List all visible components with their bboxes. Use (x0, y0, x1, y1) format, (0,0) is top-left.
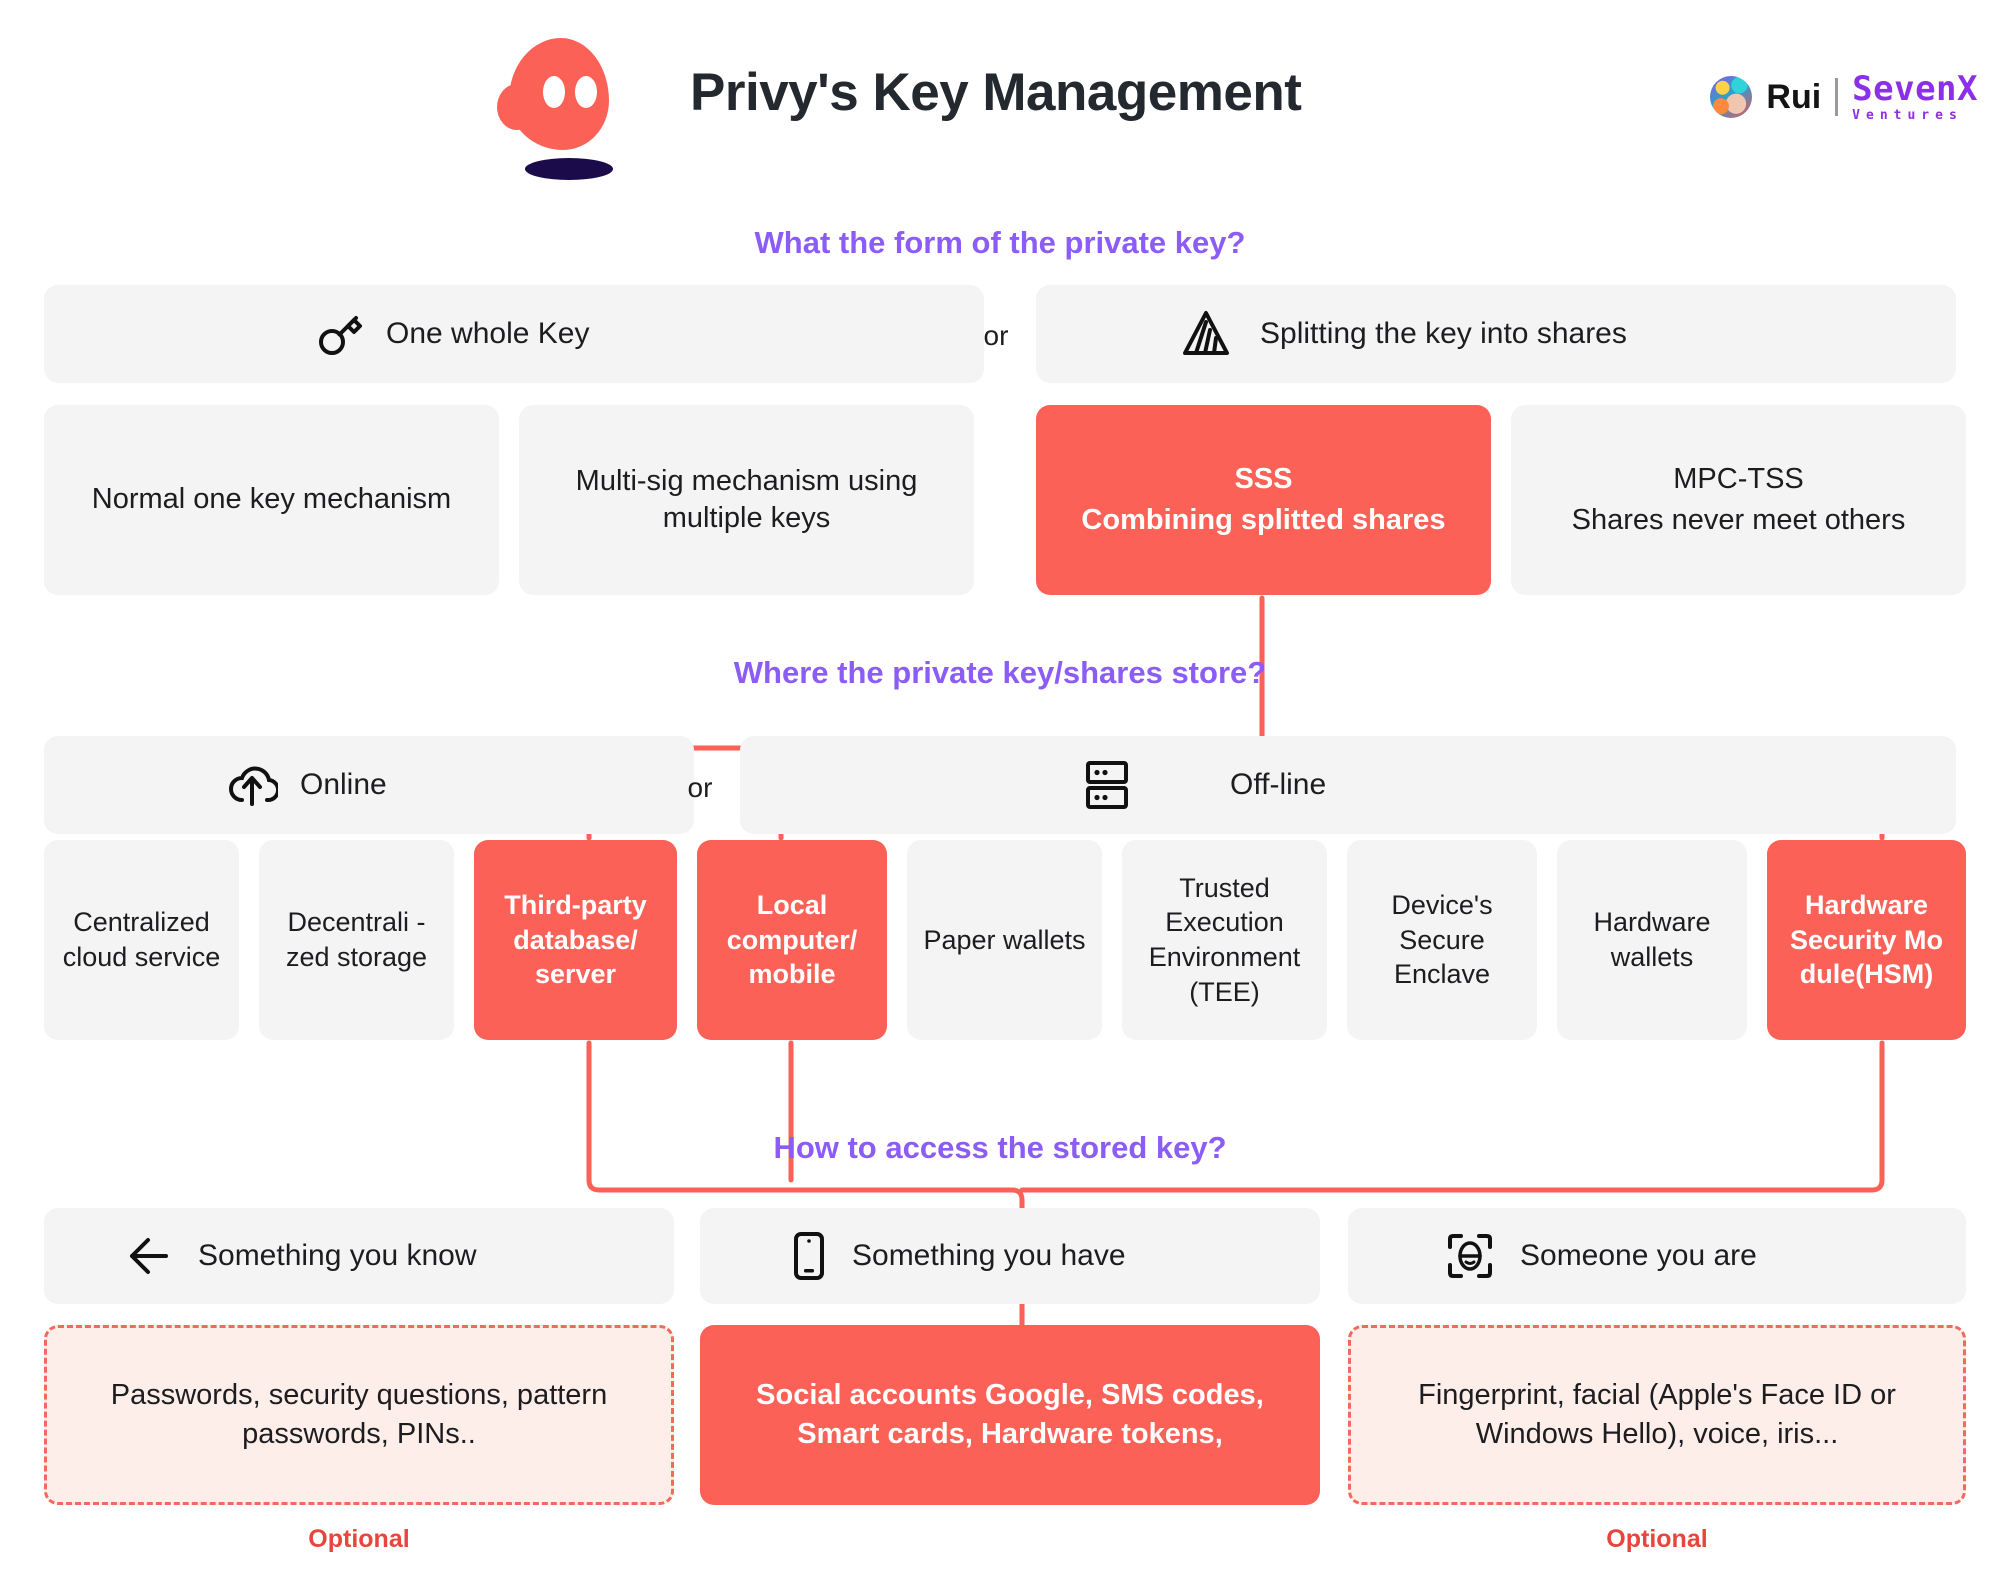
key-icon (316, 310, 364, 358)
question-where-stored: Where the private key/shares store? (733, 655, 1267, 690)
server-icon (1084, 759, 1130, 811)
cloud-upload-icon (228, 762, 278, 808)
storage-secure-enclave[interactable]: Device's Secure Enclave (1347, 840, 1537, 1040)
factor-label: Something you know (198, 1239, 477, 1272)
option-normal-one-key[interactable]: Normal one key mechanism (44, 405, 499, 595)
storage-decentralized[interactable]: Decentrali -zed storage (259, 840, 454, 1040)
option-mpc-tss[interactable]: MPC-TSS Shares never meet others (1511, 405, 1966, 595)
brand-credit: Rui SevenX Ventures (1710, 72, 1978, 122)
choice-offline[interactable]: Off-line (740, 736, 1956, 834)
storage-hsm[interactable]: Hardware Security Mo dule(HSM) (1767, 840, 1966, 1040)
page-title: Privy's Key Management (690, 63, 1302, 122)
choice-label: Splitting the key into shares (1260, 317, 1627, 350)
choice-one-whole-key[interactable]: One whole Key (44, 285, 984, 383)
detail-someone-you-are[interactable]: Fingerprint, facial (Apple's Face ID or … (1348, 1325, 1966, 1505)
question-how-to-access: How to access the stored key? (773, 1130, 1227, 1165)
question-form-of-key: What the form of the private key? (754, 225, 1246, 260)
choice-label: Off-line (1230, 768, 1327, 801)
brand-separator (1835, 78, 1839, 116)
sevenx-tagline: Ventures (1852, 108, 1963, 123)
choice-online[interactable]: Online (44, 736, 694, 834)
factor-something-you-know[interactable]: Something you know (44, 1208, 674, 1304)
choice-label: One whole Key (386, 317, 590, 350)
storage-local-device[interactable]: Local computer/ mobile (697, 840, 887, 1040)
split-triangle-icon (1180, 308, 1232, 360)
privy-blob-logo (497, 38, 617, 180)
face-scan-icon (1446, 1232, 1494, 1280)
choice-split-shares[interactable]: Splitting the key into shares (1036, 285, 1956, 383)
sevenx-wordmark: SevenX (1852, 69, 1978, 109)
factor-something-you-have[interactable]: Something you have (700, 1208, 1320, 1304)
left-arrow-icon (124, 1234, 172, 1278)
storage-paper-wallets[interactable]: Paper wallets (907, 840, 1102, 1040)
or-label-form: or (983, 320, 1009, 351)
detail-something-you-know[interactable]: Passwords, security questions, pattern p… (44, 1325, 674, 1505)
logo-shadow (525, 158, 613, 180)
logo-eye-right (575, 76, 597, 108)
optional-label-left: Optional (308, 1525, 410, 1553)
brand-author-name: Rui (1766, 77, 1822, 116)
option-sss-subtitle: Combining splitted shares (1081, 504, 1446, 536)
page-header: Privy's Key Management Rui SevenX Ventur… (0, 0, 2000, 185)
choice-label: Online (300, 768, 387, 801)
option-sss-title: SSS (1234, 462, 1293, 495)
option-mpc-subtitle: Shares never meet others (1571, 504, 1906, 536)
option-mpc-title: MPC-TSS (1673, 462, 1804, 495)
optional-label-right: Optional (1606, 1525, 1708, 1553)
detail-something-you-have[interactable]: Social accounts Google, SMS codes, Smart… (700, 1325, 1320, 1505)
sevenx-logo: SevenX Ventures (1852, 72, 1978, 122)
storage-hardware-wallets[interactable]: Hardware wallets (1557, 840, 1747, 1040)
storage-centralized-cloud[interactable]: Centralized cloud service (44, 840, 239, 1040)
mobile-phone-icon (792, 1231, 826, 1281)
factor-someone-you-are[interactable]: Someone you are (1348, 1208, 1966, 1304)
logo-eye-left (543, 76, 565, 108)
option-multisig[interactable]: Multi-sig mechanism using multiple keys (519, 405, 974, 595)
storage-third-party-db[interactable]: Third-party database/ server (474, 840, 677, 1040)
or-label-store: or (687, 772, 713, 803)
option-sss[interactable]: SSS Combining splitted shares (1036, 405, 1491, 595)
factor-label: Something you have (852, 1239, 1126, 1272)
storage-tee[interactable]: Trusted Execution Environment (TEE) (1122, 840, 1327, 1040)
user-avatar (1710, 76, 1753, 118)
factor-label: Someone you are (1520, 1239, 1757, 1272)
